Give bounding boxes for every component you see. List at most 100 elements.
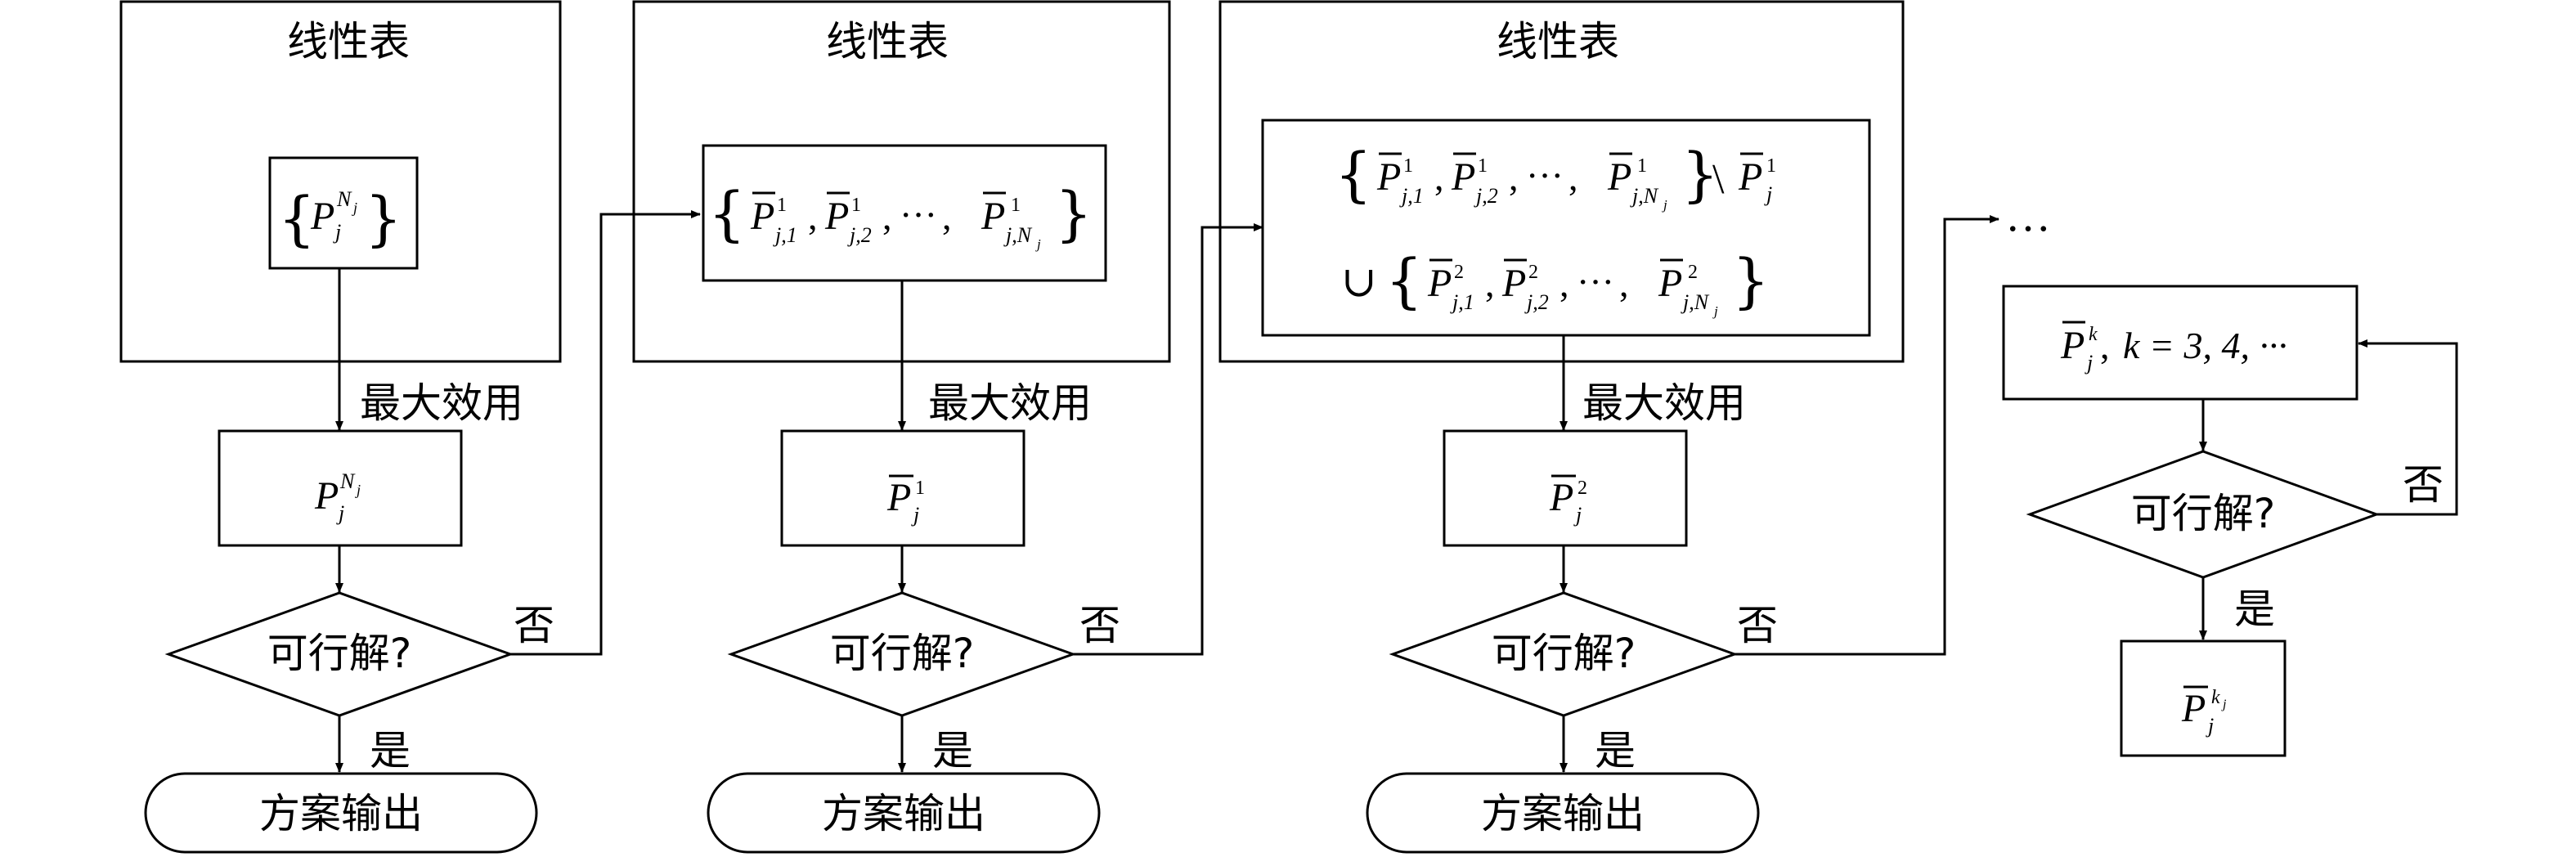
svg-text:P: P <box>1607 155 1631 199</box>
linear-table-label-2: 线性表 <box>826 18 949 65</box>
candidate-set-box-3 <box>1261 119 1871 337</box>
svg-text:{: { <box>278 184 316 253</box>
svg-text:}: } <box>1681 140 1719 209</box>
yes-label-1: 是 <box>370 727 411 774</box>
feasibility-question-3: 可行解? <box>1492 630 1636 677</box>
svg-text:j: j <box>355 482 361 498</box>
max-utility-label-1: 最大效用 <box>360 379 523 427</box>
svg-text:j: j <box>911 503 919 527</box>
svg-text:∪: ∪ <box>1341 259 1377 306</box>
svg-text:,: , <box>942 195 952 237</box>
svg-text:j,1: j,1 <box>773 223 797 247</box>
svg-text:1: 1 <box>851 195 861 216</box>
final-plan-box <box>2120 639 2287 757</box>
svg-text:}: } <box>1055 179 1093 248</box>
feasibility-question-4: 可行解? <box>2131 490 2276 537</box>
svg-text:P: P <box>1738 155 1762 199</box>
no-label-3: 否 <box>1737 602 1778 649</box>
svg-text:P: P <box>314 474 339 518</box>
selected-plan-2: P 1 j <box>886 474 925 527</box>
svg-text:j,N: j,N <box>1630 184 1659 208</box>
svg-text:,: , <box>1619 262 1629 304</box>
svg-text:j: j <box>1573 503 1582 527</box>
output-terminal-1 <box>144 772 538 854</box>
svg-text:1: 1 <box>1478 155 1488 177</box>
selected-plan-3: P 2 j <box>1549 474 1587 527</box>
svg-text:,: , <box>1568 156 1578 198</box>
linear-table-box-3 <box>1218 0 1905 363</box>
svg-text:N: N <box>336 187 352 211</box>
candidate-set-2: { P 1 j,1 , P 1 j,2 , ··· , P 1 j,N j } <box>708 179 1093 252</box>
selected-plan-1: P N j j <box>314 469 361 525</box>
svg-text:k: k <box>2089 324 2098 345</box>
svg-text:k: k <box>2211 687 2220 708</box>
svg-text:j: j <box>336 501 344 525</box>
max-utility-label-3: 最大效用 <box>1582 379 1746 427</box>
candidate-plan-k: P k j , k = 3, 4, ··· <box>2060 321 2287 375</box>
svg-text:P: P <box>1376 155 1401 199</box>
svg-text:}: } <box>1732 246 1770 315</box>
svg-text:,: , <box>1560 262 1569 304</box>
svg-text:2: 2 <box>1528 262 1538 283</box>
svg-text:,: , <box>1485 262 1495 304</box>
svg-text:P: P <box>750 195 774 238</box>
svg-text:P: P <box>310 195 334 238</box>
output-label-1: 方案输出 <box>259 790 423 837</box>
svg-text:P: P <box>2181 687 2206 730</box>
svg-text:P: P <box>1501 262 1526 305</box>
svg-text:j,2: j,2 <box>1474 184 1498 208</box>
svg-text:P: P <box>1549 476 1573 519</box>
svg-text:j: j <box>333 220 341 244</box>
svg-text:P: P <box>824 195 849 238</box>
no-label-1: 否 <box>514 602 554 649</box>
svg-text:{: { <box>1335 140 1372 209</box>
yes-label-4: 是 <box>2234 586 2275 633</box>
output-terminal-2 <box>707 772 1101 854</box>
yes-label-2: 是 <box>932 727 973 774</box>
svg-text:,: , <box>808 195 818 237</box>
svg-text:j: j <box>352 200 357 216</box>
output-label-3: 方案输出 <box>1481 790 1645 837</box>
svg-text:j: j <box>2206 714 2214 738</box>
svg-text:j,2: j,2 <box>1524 290 1549 314</box>
svg-text:}: } <box>365 184 402 253</box>
svg-text:N: N <box>339 469 356 493</box>
arrow-no-loop <box>2358 339 2458 516</box>
svg-text:P: P <box>981 195 1005 238</box>
svg-text:j,N: j,N <box>1681 290 1710 314</box>
output-label-2: 方案输出 <box>822 790 985 837</box>
svg-text:{: { <box>708 179 746 248</box>
yes-label-3: 是 <box>1595 727 1636 774</box>
svg-text:j: j <box>2085 351 2093 375</box>
candidate-set-box-1 <box>268 156 419 270</box>
candidate-set-box-2 <box>702 144 1107 282</box>
max-utility-label-2: 最大效用 <box>928 379 1092 427</box>
feasibility-question-2: 可行解? <box>830 630 975 677</box>
svg-text:1: 1 <box>1766 155 1776 177</box>
svg-text:j,2: j,2 <box>847 223 872 247</box>
selected-plan-box-3 <box>1443 429 1688 547</box>
svg-text:2: 2 <box>1454 262 1464 283</box>
svg-text:k = 3, 4, ···: k = 3, 4, ··· <box>2123 325 2287 366</box>
svg-text:1: 1 <box>777 195 787 216</box>
svg-text:,: , <box>1434 156 1444 198</box>
candidate-set-3-line-1: { P 1 j,1 , P 1 j,2 , ··· , P 1 j,N j } … <box>1335 140 1776 213</box>
final-plan: P k j j <box>2181 685 2227 738</box>
svg-text:1: 1 <box>915 478 925 499</box>
feasibility-question-1: 可行解? <box>267 630 412 677</box>
arrow-no-1 <box>510 210 701 656</box>
svg-text:···: ··· <box>1526 155 1564 196</box>
candidate-set-3-line-2: ∪ { P 2 j,1 , P 2 j,2 , ··· , P 2 j,N j … <box>1341 246 1770 319</box>
svg-text:P: P <box>886 476 911 519</box>
no-label-2: 否 <box>1079 602 1120 649</box>
arrow-no-2 <box>1073 223 1263 656</box>
candidate-set-1: { P N j j } <box>278 184 402 253</box>
candidate-plan-box-k <box>2002 285 2358 401</box>
svg-text:1: 1 <box>1011 195 1021 216</box>
linear-table-label-3: 线性表 <box>1497 18 1619 65</box>
svg-text:j,N: j,N <box>1003 223 1033 247</box>
svg-text:P: P <box>2060 324 2085 367</box>
continuation-ellipsis: … <box>2005 191 2051 241</box>
svg-text:···: ··· <box>1577 261 1614 303</box>
